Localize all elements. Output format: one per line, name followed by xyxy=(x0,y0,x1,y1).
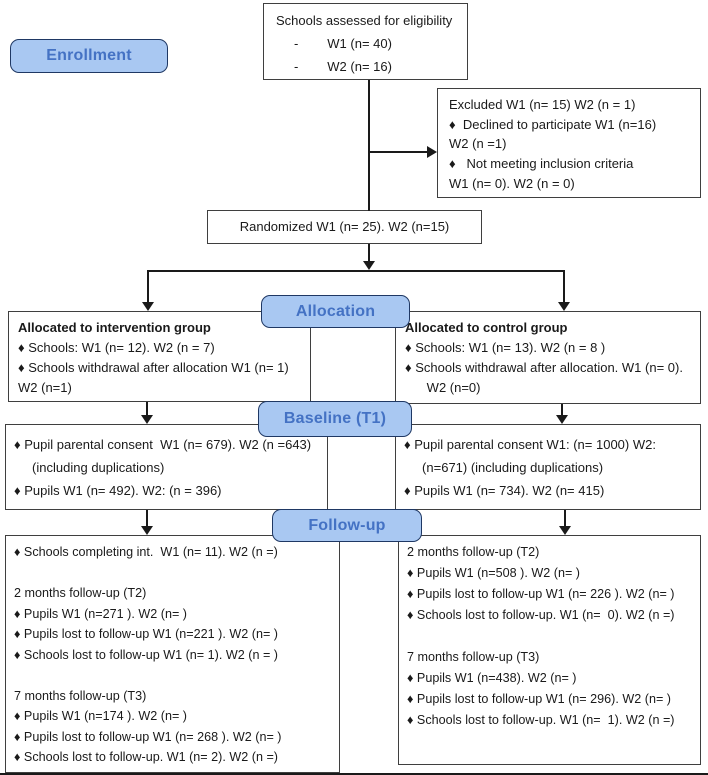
baseline-intervention-box: ♦ Pupil parental consent W1 (n= 679). W2… xyxy=(5,424,328,510)
arrowhead-followup-left xyxy=(141,526,153,535)
box-title: Allocated to control group xyxy=(405,320,568,335)
stage-label-allocation: Allocation xyxy=(261,295,410,328)
arrowhead-control xyxy=(558,302,570,311)
box-line: ♦ Pupils W1 (n= 734). W2 (n= 415) xyxy=(404,483,605,498)
box-line xyxy=(407,626,692,647)
intervention-allocation-box: Allocated to intervention group ♦ School… xyxy=(8,311,311,402)
arrowhead-baseline-right xyxy=(556,415,568,424)
connector-intervention-baseline xyxy=(146,402,148,416)
connector-randomized-split xyxy=(368,244,370,262)
arrowhead-excluded xyxy=(427,146,437,158)
box-line: ♦ Schools lost to follow-up. W1 (n= 1). … xyxy=(407,713,675,727)
box-line: ♦ Pupil parental consent W1 (n= 679). W2… xyxy=(14,437,312,452)
baseline-control-box: ♦ Pupil parental consent W1: (n= 1000) W… xyxy=(395,424,701,510)
box-line: ♦ Schools withdrawal after allocation. W… xyxy=(405,360,683,375)
box-line: ♦ Schools withdrawal after allocation W1… xyxy=(18,360,289,375)
connector-split-intervention xyxy=(147,270,149,303)
arrowhead-followup-right xyxy=(559,526,571,535)
box-line: ♦ Schools: W1 (n= 13). W2 (n = 8 ) xyxy=(405,340,606,355)
box-line: (n=671) (including duplications) xyxy=(404,460,604,475)
connector-split-control xyxy=(563,270,565,303)
box-line: ♦ Pupils lost to follow-up W1 (n=221 ). … xyxy=(14,627,279,641)
stage-label-followup: Follow-up xyxy=(272,509,422,542)
box-line: W2 (n=1) xyxy=(18,380,72,395)
stage-label-enrollment: Enrollment xyxy=(10,39,168,73)
box-line: ♦ Schools: W1 (n= 12). W2 (n = 7) xyxy=(18,340,215,355)
box-line: ♦ Pupils lost to follow-up W1 (n= 296). … xyxy=(407,692,672,706)
box-line xyxy=(14,665,331,686)
box-line: 2 months follow-up (T2) xyxy=(14,586,147,600)
box-title: Allocated to intervention group xyxy=(18,320,211,335)
connector-eligibility-randomized xyxy=(368,80,370,211)
box-line: 7 months follow-up (T3) xyxy=(14,688,147,703)
box-line: ♦ Schools lost to follow-up. W1 (n= 2). … xyxy=(14,750,278,764)
followup-intervention-box: ♦ Schools completing int. W1 (n= 11). W2… xyxy=(5,535,340,773)
box-line: ♦ Not meeting inclusion criteria xyxy=(449,156,634,172)
box-line: ♦ Pupils W1 (n=438). W2 (n= ) xyxy=(407,671,577,685)
arrowhead-intervention xyxy=(142,302,154,311)
box-line: Excluded W1 (n= 15) W2 (n = 1) xyxy=(449,97,636,112)
box-line: ♦ Pupils W1 (n=508 ). W2 (n= ) xyxy=(407,566,581,580)
excluded-box: Excluded W1 (n= 15) W2 (n = 1) ♦ Decline… xyxy=(437,88,701,198)
box-line: ♦ Pupils W1 (n= 492). W2: (n = 396) xyxy=(14,483,222,498)
arrowhead-baseline-left xyxy=(141,415,153,424)
box-line: Randomized W1 (n= 25). W2 (n=15) xyxy=(239,219,450,234)
box-line: (including duplications) xyxy=(14,460,165,475)
split-line xyxy=(147,270,565,272)
box-line: ♦ Pupil parental consent W1: (n= 1000) W… xyxy=(404,437,656,452)
randomized-box: Randomized W1 (n= 25). W2 (n=15) xyxy=(207,210,482,244)
connector-control-baseline xyxy=(561,404,563,416)
box-line: ♦ Declined to participate W1 (n=16) xyxy=(449,116,657,132)
box-line: W2 (n=0) xyxy=(405,380,481,395)
box-line: 7 months follow-up (T3) xyxy=(407,650,540,664)
box-line: ♦ Pupils lost to follow-up W1 (n= 226 ).… xyxy=(407,587,675,601)
box-line xyxy=(14,563,331,584)
control-allocation-box: Allocated to control group ♦ Schools: W1… xyxy=(395,311,701,404)
eligibility-box: Schools assessed for eligibility - W1 (n… xyxy=(263,3,468,80)
box-line: 2 months follow-up (T2) xyxy=(407,545,540,559)
box-line: ♦ Schools completing int. W1 (n= 11). W2… xyxy=(14,545,278,559)
connector-to-excluded xyxy=(369,151,428,153)
box-line: - W1 (n= 40) xyxy=(276,36,392,51)
connector-baseline-followup-left xyxy=(146,510,148,527)
stage-label-baseline: Baseline (T1) xyxy=(258,401,412,437)
followup-control-box: 2 months follow-up (T2) ♦ Pupils W1 (n=5… xyxy=(398,535,701,765)
box-line: W2 (n =1) xyxy=(449,136,507,152)
box-line: Schools assessed for eligibility xyxy=(276,13,453,28)
bottom-border-line xyxy=(0,773,708,775)
connector-baseline-followup-right xyxy=(564,510,566,527)
box-line: ♦ Schools lost to follow-up. W1 (n= 0). … xyxy=(407,608,675,622)
box-line: ♦ Pupils lost to follow-up W1 (n= 268 ).… xyxy=(14,729,282,744)
box-line: ♦ Pupils W1 (n=174 ). W2 (n= ) xyxy=(14,709,188,723)
box-line: ♦ Schools lost to follow-up W1 (n= 1). W… xyxy=(14,647,278,662)
box-line: W1 (n= 0). W2 (n = 0) xyxy=(449,175,575,191)
box-line: ♦ Pupils W1 (n=271 ). W2 (n= ) xyxy=(14,606,188,621)
arrowhead-split xyxy=(363,261,375,270)
box-line: - W2 (n= 16) xyxy=(276,59,392,74)
